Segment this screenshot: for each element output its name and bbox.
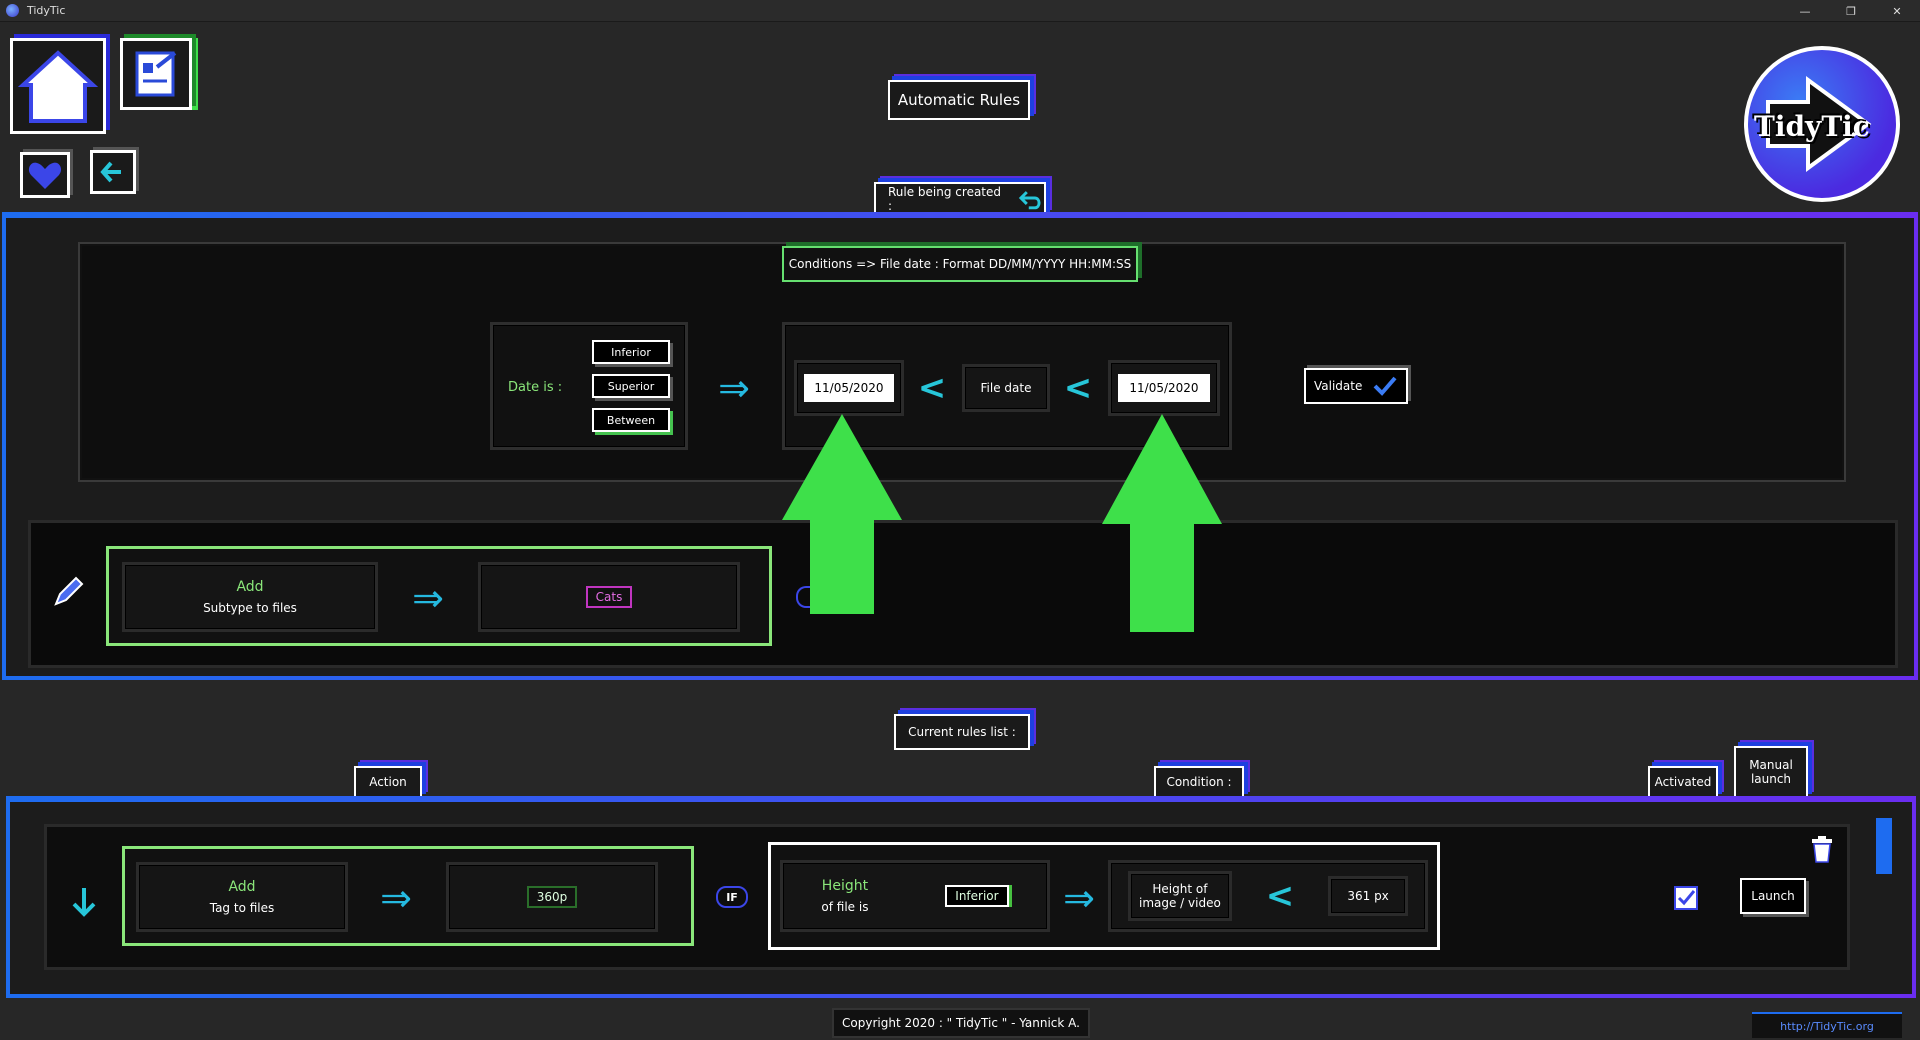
favorites-button[interactable] [20,152,70,198]
option-inferior-button[interactable]: Inferior [592,340,670,364]
action-cell: Add Subtype to files [122,562,378,632]
rules-list-title-text: Current rules list : [908,725,1016,739]
double-arrow-right-icon-2: ⇒ [412,576,444,620]
copyright-box: Copyright 2020 : " TidyTic " - Yannick A… [832,1008,1090,1038]
home-icon [17,50,99,123]
col-manual-launch-header: Manual launch [1734,746,1808,798]
copyright-text: Copyright 2020 : " TidyTic " - Yannick A… [842,1016,1080,1030]
title-bar: TidyTic — ❐ ✕ [0,0,1920,22]
rule-compare-value: 361 px [1347,889,1389,903]
option-between-label: Between [606,413,656,427]
page-title: Automatic Rules [888,80,1030,120]
close-button[interactable]: ✕ [1892,4,1902,18]
less-than-icon-3: < [1265,876,1295,916]
pencil-icon[interactable] [48,572,88,612]
launch-label: Launch [1751,889,1795,903]
rule-target-label-box: Height of image / video [1127,871,1232,921]
action-title: Add [236,579,264,595]
double-arrow-right-icon: ⇒ [718,366,750,410]
rule-target-label: Height of image / video [1138,882,1221,910]
undo-icon[interactable] [1017,188,1044,210]
window-title: TidyTic [27,4,66,17]
col-condition-label: Condition : [1166,775,1232,789]
document-edit-icon [135,51,177,97]
validate-button[interactable]: Validate [1304,368,1408,404]
col-action-header: Action [354,766,422,798]
rule-operator-tag: Inferior [945,885,1009,907]
date-from-input[interactable]: 11/05/2020 [804,374,894,402]
action-value-cell: Cats [478,562,740,632]
page-title-text: Automatic Rules [897,91,1021,109]
logo-text: TidyTic [1754,110,1870,143]
rule-action-subtitle: Tag to files [209,901,275,915]
col-action-label: Action [369,775,407,789]
validate-label: Validate [1314,379,1363,393]
less-than-icon-2: < [1063,368,1093,408]
rule-condition-title: Height [821,878,869,894]
rules-editor-button[interactable] [120,38,192,110]
checkbox-checked-icon[interactable] [1672,884,1700,912]
rule-condition-subtitle: of file is [821,900,869,914]
restore-button[interactable]: ❐ [1846,4,1856,18]
option-superior-button[interactable]: Superior [592,374,670,398]
if-label: IF [726,890,738,904]
col-condition-header: Condition : [1154,766,1244,798]
trash-icon[interactable] [1808,834,1836,864]
double-arrow-right-icon-3: ⇒ [380,876,412,920]
website-url: http://TidyTic.org [1780,1019,1874,1033]
home-button[interactable] [10,38,106,134]
file-date-label: File date [980,381,1032,395]
date-to-input[interactable]: 11/05/2020 [1118,374,1210,402]
action-subtitle: Subtype to files [203,601,297,615]
back-button[interactable] [90,150,136,194]
option-inferior-label: Inferior [611,345,651,359]
if-badge: IF [716,886,748,908]
rule-compare-box: 361 px [1328,876,1409,916]
arrow-down-icon[interactable] [64,882,104,922]
annotation-arrow-up-icon-2 [1102,414,1222,632]
conditions-title: Conditions => File date : Format DD/MM/Y… [782,246,1138,282]
option-superior-label: Superior [607,379,655,393]
file-date-cell: File date [962,364,1050,412]
col-activated-header: Activated [1648,766,1718,798]
rules-list-scrollbar[interactable] [1876,818,1892,874]
if-badge-partial [796,586,816,608]
heart-icon [28,162,62,189]
launch-button[interactable]: Launch [1740,878,1806,914]
rule-value-tag: 360p [526,886,578,908]
rules-list-title: Current rules list : [894,714,1030,750]
app-icon [6,4,19,17]
rule-action-title: Add [228,879,256,895]
minimize-button[interactable]: — [1799,4,1811,18]
rule-target-cell: Height of image / video < 361 px [1108,860,1428,932]
col-manual-launch-label: Manual launch [1749,758,1793,786]
checkmark-icon [1373,376,1397,396]
action-value-tag[interactable]: Cats [585,586,633,608]
rule-being-created-label: Rule being created : [888,185,1002,213]
rule-value-cell: 360p [446,862,658,932]
rule-condition-cell: Height of file is Inferior [780,860,1050,932]
rule-action-cell: Add Tag to files [136,862,348,932]
rule-being-created-tab: Rule being created : [874,182,1046,216]
option-between-button[interactable]: Between [592,408,670,432]
conditions-title-text: Conditions => File date : Format DD/MM/Y… [788,257,1132,271]
annotation-arrow-up-icon [782,414,902,614]
less-than-icon: < [917,368,947,408]
col-activated-label: Activated [1654,775,1712,789]
arrow-left-icon [100,161,121,183]
tidytic-logo: TidyTic [1744,46,1900,202]
website-link[interactable]: http://TidyTic.org [1752,1012,1902,1038]
logo-arrow-icon [1766,76,1872,172]
date-is-label: Date is : [508,380,563,395]
double-arrow-right-icon-4: ⇒ [1063,876,1095,920]
